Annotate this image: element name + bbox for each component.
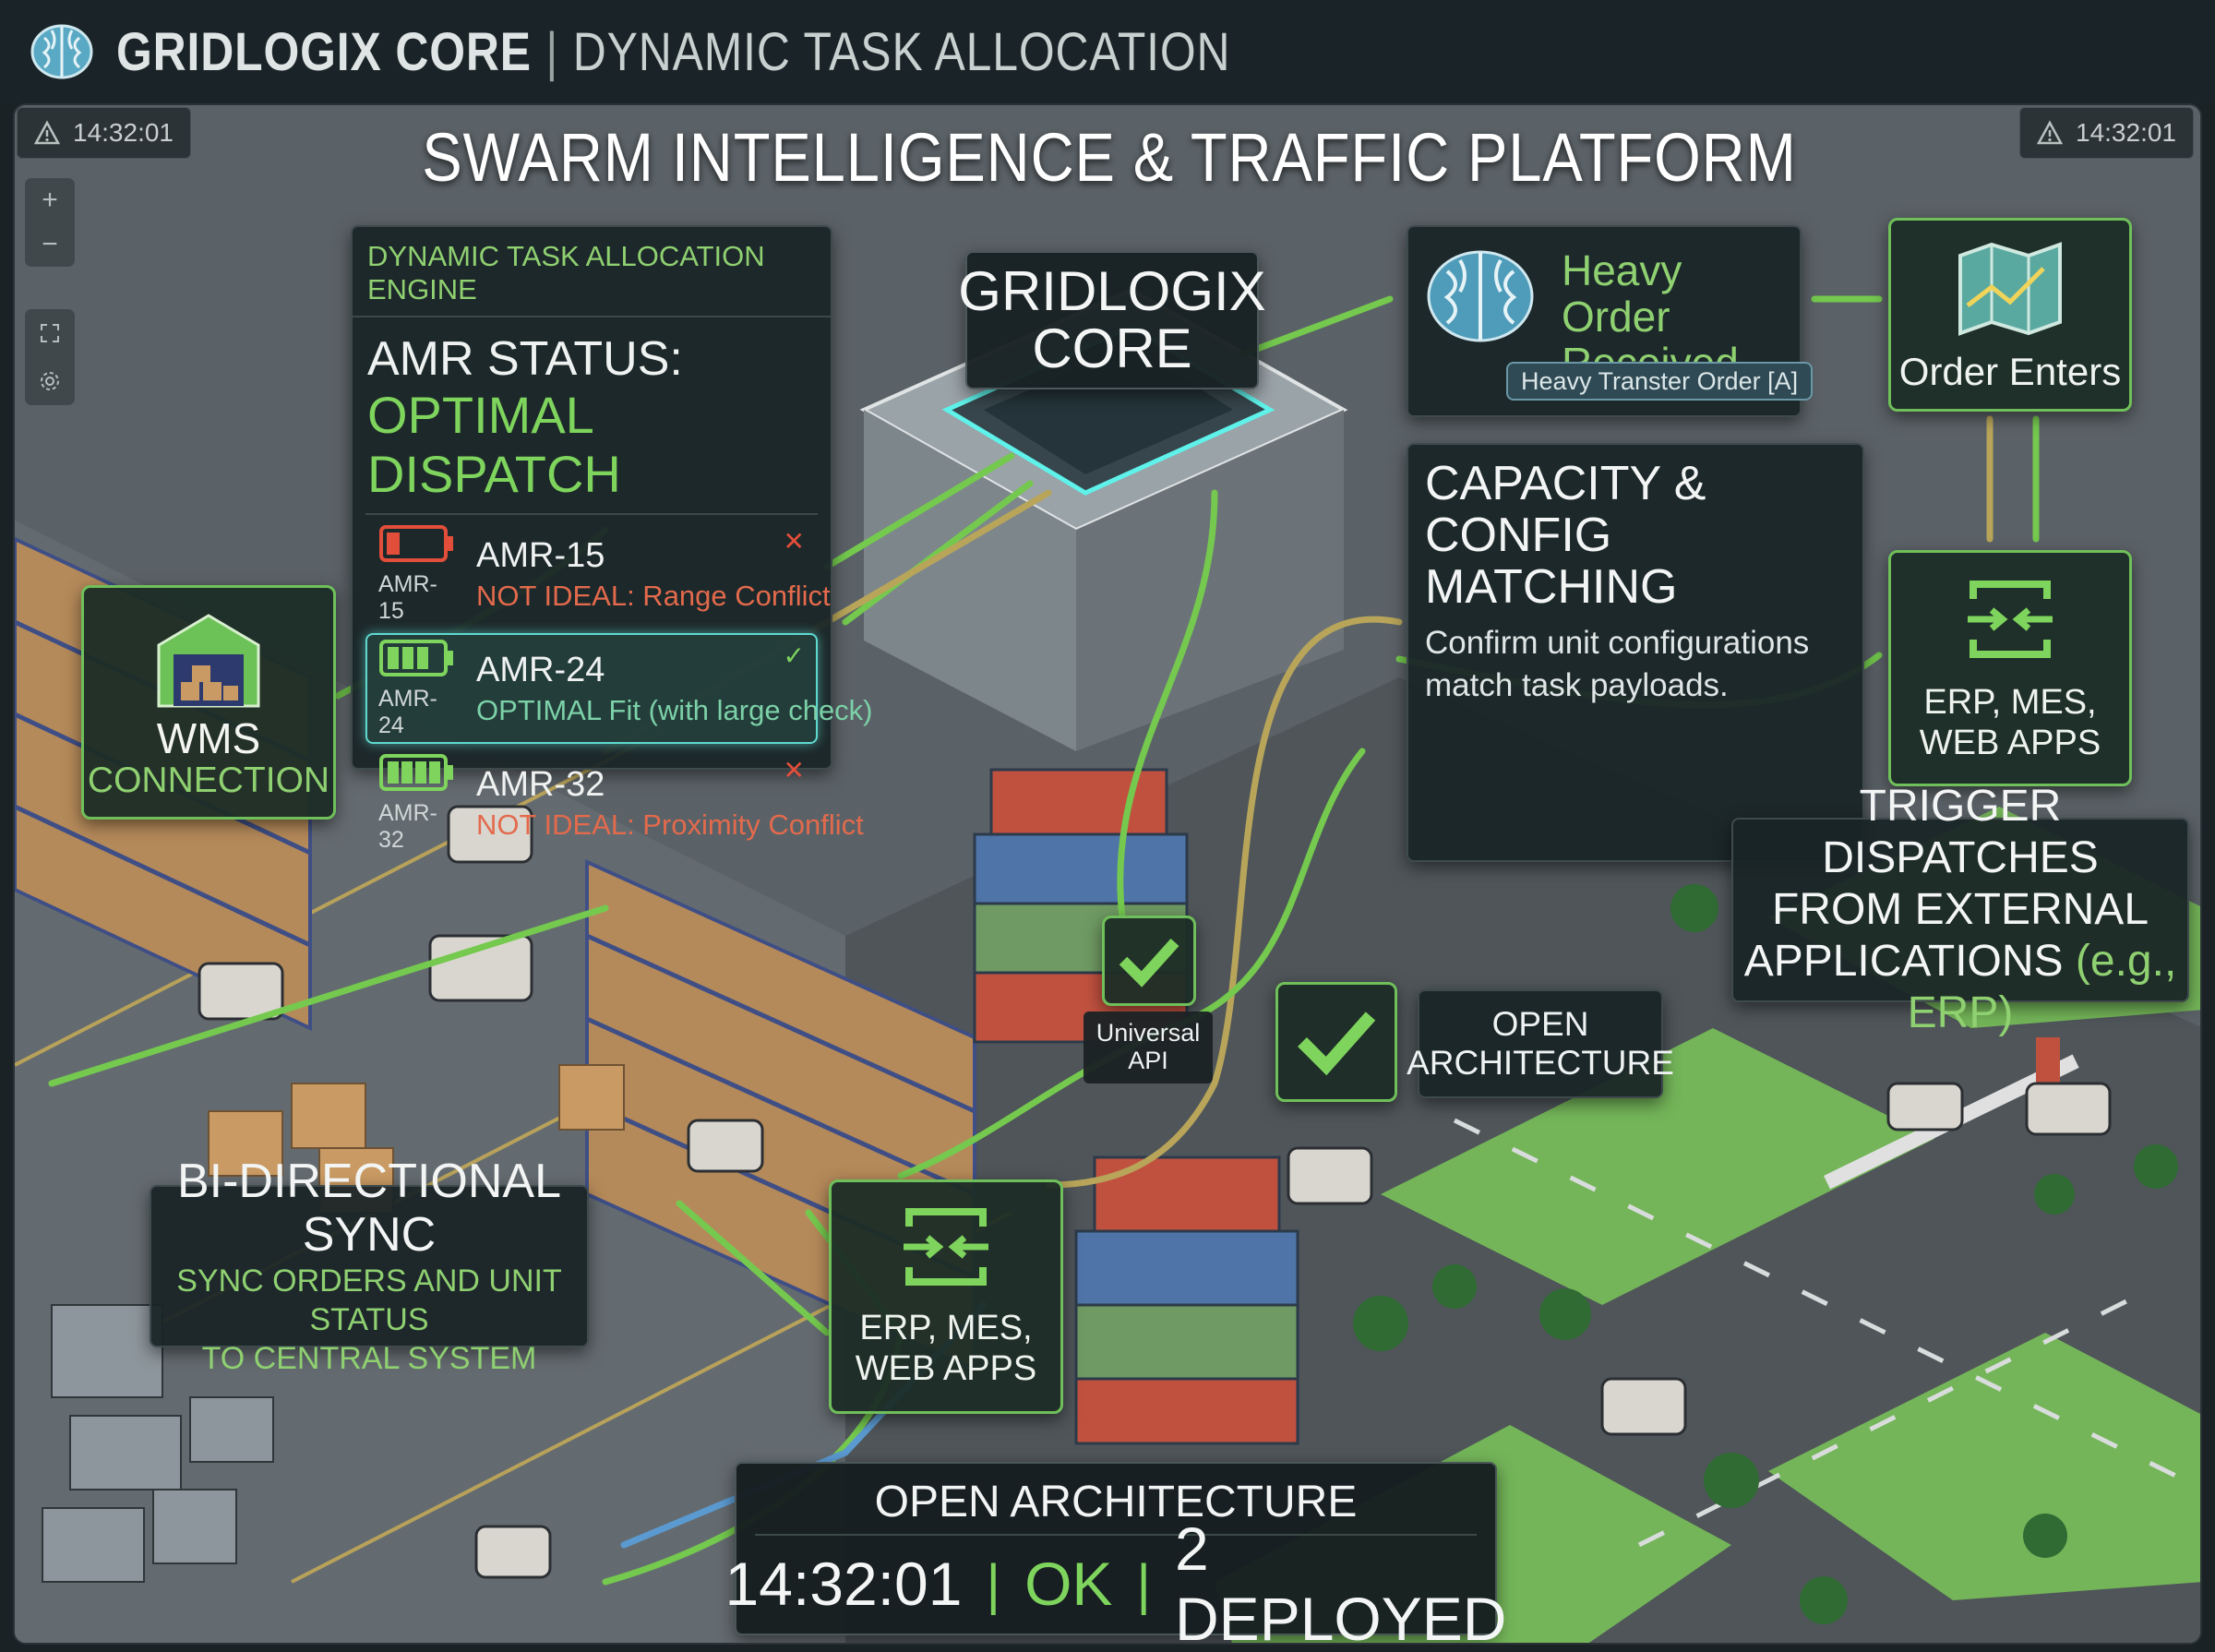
bisync-title: BI-DIRECTIONAL SYNC [176, 1155, 562, 1262]
amr-id: AMR-15 [476, 535, 605, 575]
map-icon [1958, 242, 2062, 336]
erp-center-line1: ERP, MES, [859, 1309, 1033, 1347]
title-separator: | [545, 21, 559, 82]
close-icon: ✕ [783, 527, 805, 556]
gear-icon [41, 372, 59, 390]
brand-name: GRIDLOGIX CORE [116, 21, 532, 82]
fullscreen-button[interactable] [25, 309, 75, 357]
clock-right-time: 14:32:01 [2076, 118, 2176, 147]
warning-icon [2037, 120, 2063, 145]
bi-directional-sync-panel: BI-DIRECTIONAL SYNC SYNC ORDERS AND UNIT… [150, 1155, 589, 1376]
battery-low-icon [379, 525, 453, 562]
checkmark-icon [1119, 938, 1179, 988]
amr-status-value: OPTIMAL DISPATCH [367, 386, 621, 503]
trigger-example: (e.g., ERP) [1907, 937, 2177, 1037]
warning-icon [34, 120, 60, 145]
order-enters-panel[interactable]: Order Enters [1888, 218, 2132, 412]
map-viewport[interactable]: 14:32:01 14:32:01 SWARM INTELLIGENCE & T… [13, 103, 2202, 1645]
close-icon: ✕ [783, 756, 805, 784]
zoom-out-button[interactable]: − [42, 229, 58, 259]
battery-full-icon [379, 754, 453, 791]
wms-sublabel: CONNECTION [87, 760, 330, 800]
universal-api-label: Universal API [1084, 1012, 1213, 1083]
status-title: OPEN ARCHITECTURE [755, 1464, 1477, 1536]
amr-note: NOT IDEAL: Range Conflict [476, 579, 831, 612]
universal-api-line1: Universal [1096, 1019, 1201, 1047]
trigger-line2: FROM EXTERNAL [1771, 885, 2149, 934]
status-divider: | [986, 1552, 1001, 1615]
battery-high-icon [379, 640, 453, 676]
capacity-desc-line2: match task payloads. [1425, 667, 1729, 703]
app-title-bar: GRIDLOGIX CORE|DYNAMIC TASK ALLOCATION [0, 0, 2215, 103]
capacity-config-panel: CAPACITY & CONFIG MATCHING Confirm unit … [1407, 443, 1864, 862]
zoom-controls: + − [24, 177, 76, 268]
view-tools [24, 308, 76, 406]
wms-label: WMS [156, 714, 261, 762]
settings-button[interactable] [25, 357, 75, 405]
capacity-desc-line1: Confirm unit configurations [1425, 625, 1810, 661]
heavy-order-panel[interactable]: Heavy Order Received Heavy Transter Orde… [1407, 225, 1814, 417]
engine-header: DYNAMIC TASK ALLOCATION ENGINE [353, 227, 831, 317]
amr-row-32[interactable]: AMR-32 AMR-32 NOT IDEAL: Proximity Confl… [365, 748, 864, 858]
clock-right: 14:32:01 [2019, 107, 2194, 159]
erp-apps-node-right[interactable]: ERP, MES, WEB APPS [1888, 550, 2132, 786]
universal-api-line2: API [1128, 1047, 1168, 1074]
order-tag[interactable]: Heavy Transter Order [A] [1506, 362, 1814, 401]
erp-apps-node-center[interactable]: ERP, MES, WEB APPS [829, 1179, 1063, 1414]
open-architecture-status-panel: OPEN ARCHITECTURE 14:32:01 | OK | 2 DEPL… [725, 1462, 1507, 1643]
amr-status-label: AMR STATUS: [367, 332, 683, 386]
open-architecture-check[interactable] [1275, 982, 1397, 1102]
warehouse-icon [157, 614, 260, 708]
platform-title: SWARM INTELLIGENCE & TRAFFIC PLATFORM [422, 119, 1797, 196]
status-time: 14:32:01 [724, 1550, 963, 1618]
open-arch-line1: OPEN [1491, 1005, 1589, 1043]
brain-icon [30, 24, 93, 79]
amr-row-15[interactable]: AMR-15 AMR-15 NOT IDEAL: Range Conflict … [365, 519, 831, 629]
brain-icon [1427, 250, 1534, 342]
zoom-in-button[interactable]: + [42, 185, 58, 215]
core-label-line2: CORE [1032, 317, 1192, 379]
erp-right-line1: ERP, MES, [1923, 683, 2097, 722]
trigger-line3: APPLICATIONS [1743, 937, 2064, 986]
trigger-line1: TRIGGER DISPATCHES [1822, 782, 2099, 882]
wms-connection-node[interactable]: WMS CONNECTION [81, 585, 336, 820]
amr-code: AMR-24 [378, 686, 437, 738]
capacity-title-line1: CAPACITY & CONFIG [1425, 457, 1706, 562]
amr-code: AMR-32 [378, 800, 437, 853]
amr-list: AMR-15 AMR-15 NOT IDEAL: Range Conflict … [365, 513, 873, 858]
capacity-title-line2: MATCHING [1425, 560, 1678, 614]
amr-code: AMR-15 [378, 571, 437, 624]
bisync-line1: SYNC ORDERS AND UNIT STATUS [176, 1263, 562, 1337]
deployed-count: 2 DEPLOYED [1175, 1514, 1507, 1645]
app-title: GRIDLOGIX CORE|DYNAMIC TASK ALLOCATION [116, 21, 1230, 83]
clock-left-time: 14:32:01 [73, 118, 174, 147]
sync-arrows-icon [1968, 581, 2053, 658]
status-row: 14:32:01 | OK | 2 DEPLOYED [725, 1514, 1507, 1643]
core-label-line1: GRIDLOGIX [958, 260, 1266, 322]
checkmark-icon [1298, 1012, 1376, 1076]
amr-id: AMR-32 [476, 764, 605, 804]
gridlogix-core-label[interactable]: GRIDLOGIX CORE [958, 251, 1266, 389]
sync-arrows-icon [904, 1208, 988, 1286]
erp-right-line2: WEB APPS [1919, 724, 2101, 762]
universal-api-check[interactable] [1102, 916, 1196, 1006]
amr-id: AMR-24 [476, 650, 605, 689]
clock-left: 14:32:01 [17, 107, 191, 159]
amr-note: OPTIMAL Fit (with large check) [476, 693, 873, 726]
erp-center-line2: WEB APPS [855, 1349, 1037, 1388]
status-state: OK [1024, 1550, 1113, 1618]
amr-row-24[interactable]: AMR-24 AMR-24 OPTIMAL Fit (with large ch… [365, 633, 873, 744]
open-arch-line2: ARCHITECTURE [1407, 1044, 1674, 1082]
fullscreen-icon [41, 324, 59, 342]
bisync-line2: TO CENTRAL SYSTEM [201, 1341, 537, 1376]
task-allocation-engine-panel: DYNAMIC TASK ALLOCATION ENGINE AMR STATU… [351, 225, 873, 853]
heavy-order-title-line1: Heavy Order [1562, 246, 1682, 341]
trigger-dispatches-panel: TRIGGER DISPATCHES FROM EXTERNAL APPLICA… [1731, 782, 2189, 1037]
order-enters-label: Order Enters [1898, 350, 2122, 393]
check-icon: ✓ [783, 641, 805, 670]
open-architecture-label: OPEN ARCHITECTURE [1407, 989, 1674, 1098]
status-divider: | [1136, 1552, 1152, 1615]
amr-note: NOT IDEAL: Proximity Conflict [476, 808, 864, 841]
app-subtitle: DYNAMIC TASK ALLOCATION [572, 21, 1231, 82]
